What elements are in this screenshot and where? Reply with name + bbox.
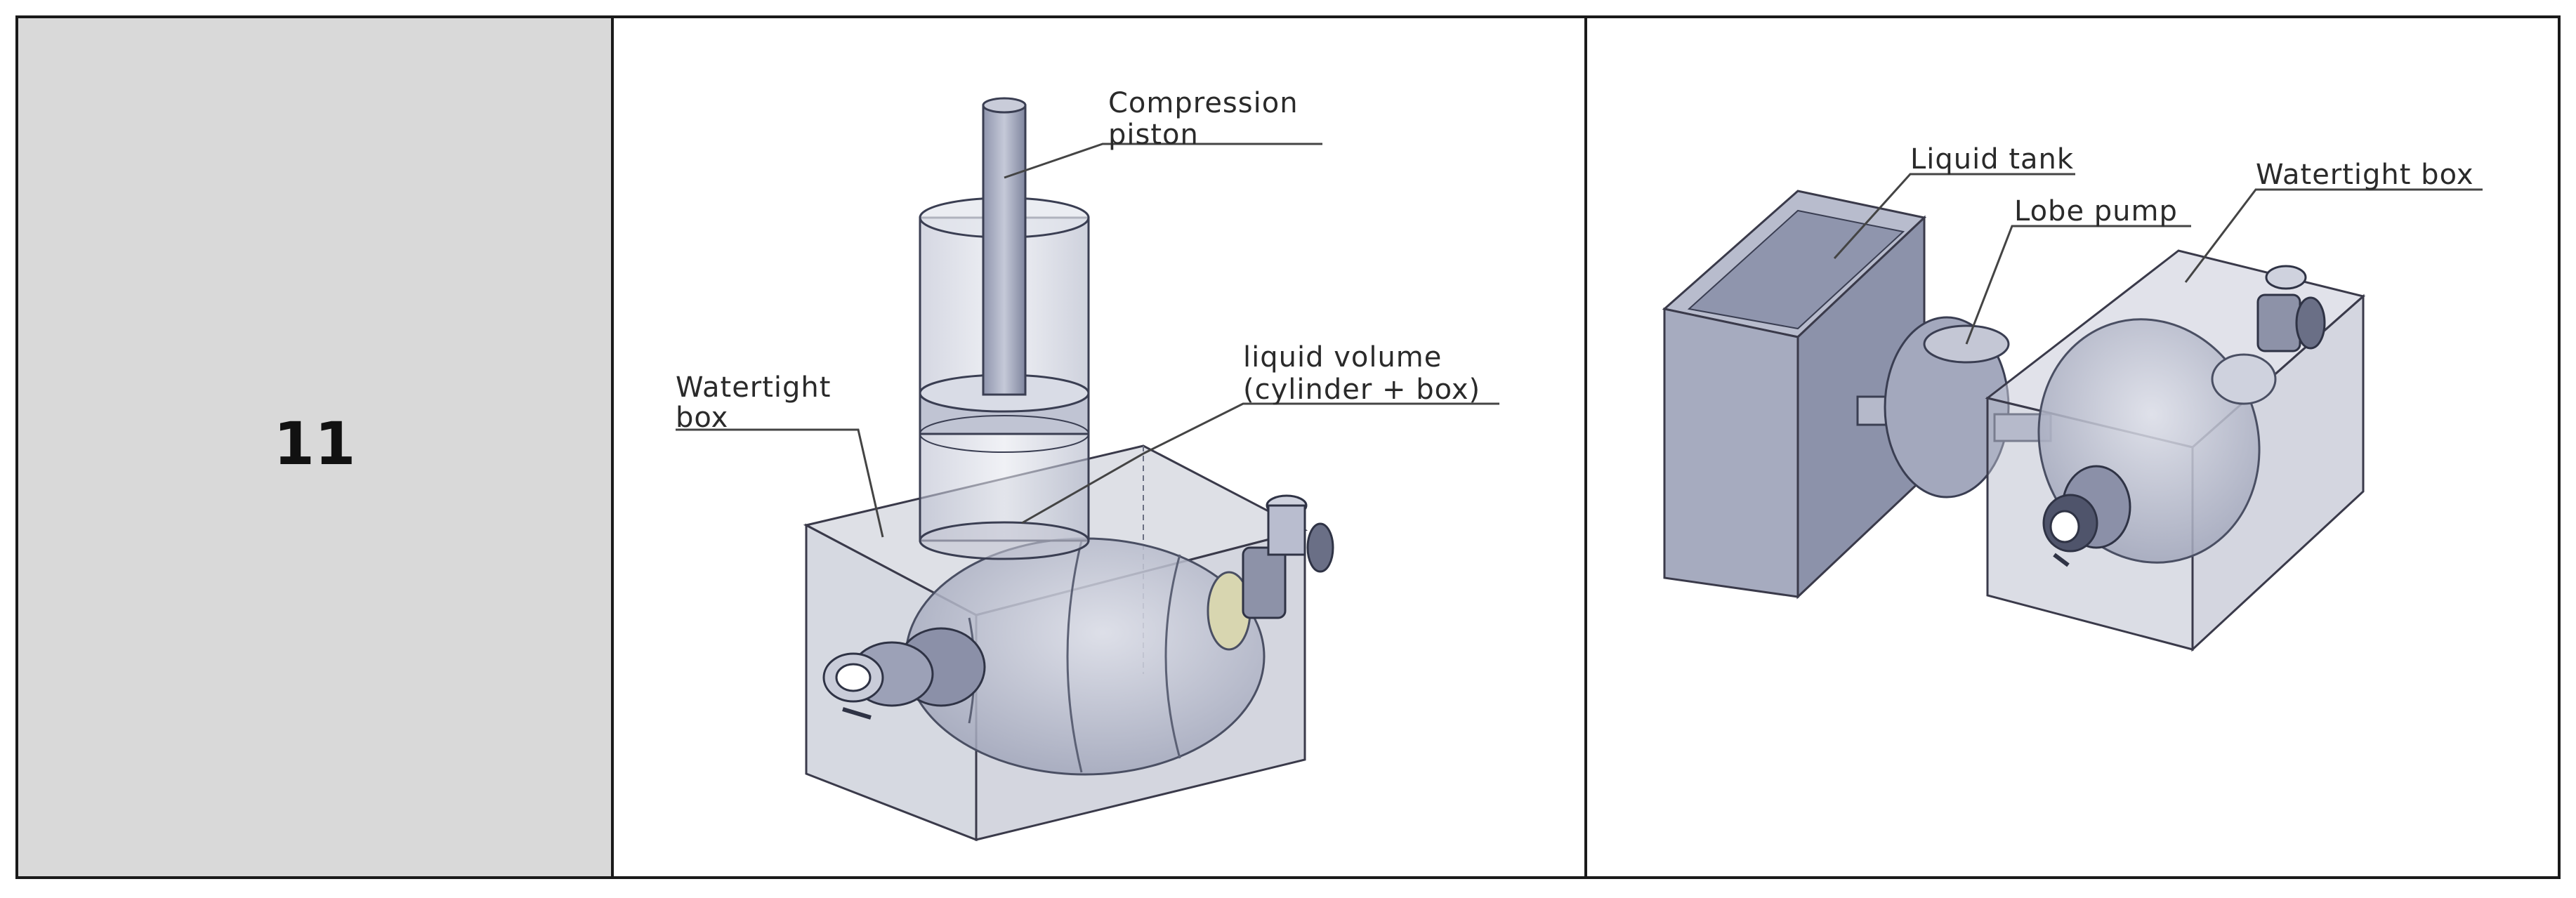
resuscitator-bag-left xyxy=(822,494,1334,776)
left-diagram: Compression piston Watertight box liquid… xyxy=(676,87,1499,842)
label-cylinder-box: (cylinder + box) xyxy=(1243,374,1480,406)
right-leader-lines xyxy=(1833,173,2483,345)
compression-piston xyxy=(919,97,1090,453)
label-liquid-volume: liquid volume xyxy=(1243,341,1442,374)
label-box: box xyxy=(676,402,728,434)
left-leader-lines xyxy=(676,143,1499,538)
label-piston: piston xyxy=(1108,119,1199,151)
label-lobe-pump: Lobe pump xyxy=(2014,195,2178,227)
column-divider xyxy=(1584,15,1587,879)
resuscitator-bag-right xyxy=(2037,265,2326,567)
row-number: 11 xyxy=(273,409,356,478)
row-number-cell: 11 xyxy=(15,15,614,879)
label-compression: Compression xyxy=(1108,87,1299,119)
right-diagram: Liquid tank Lobe pump Watertight box xyxy=(1662,143,2483,652)
label-liquid-tank: Liquid tank xyxy=(1910,143,2074,176)
label-watertight: Watertight xyxy=(676,371,831,404)
label-watertight-box-right: Watertight box xyxy=(2256,159,2473,191)
